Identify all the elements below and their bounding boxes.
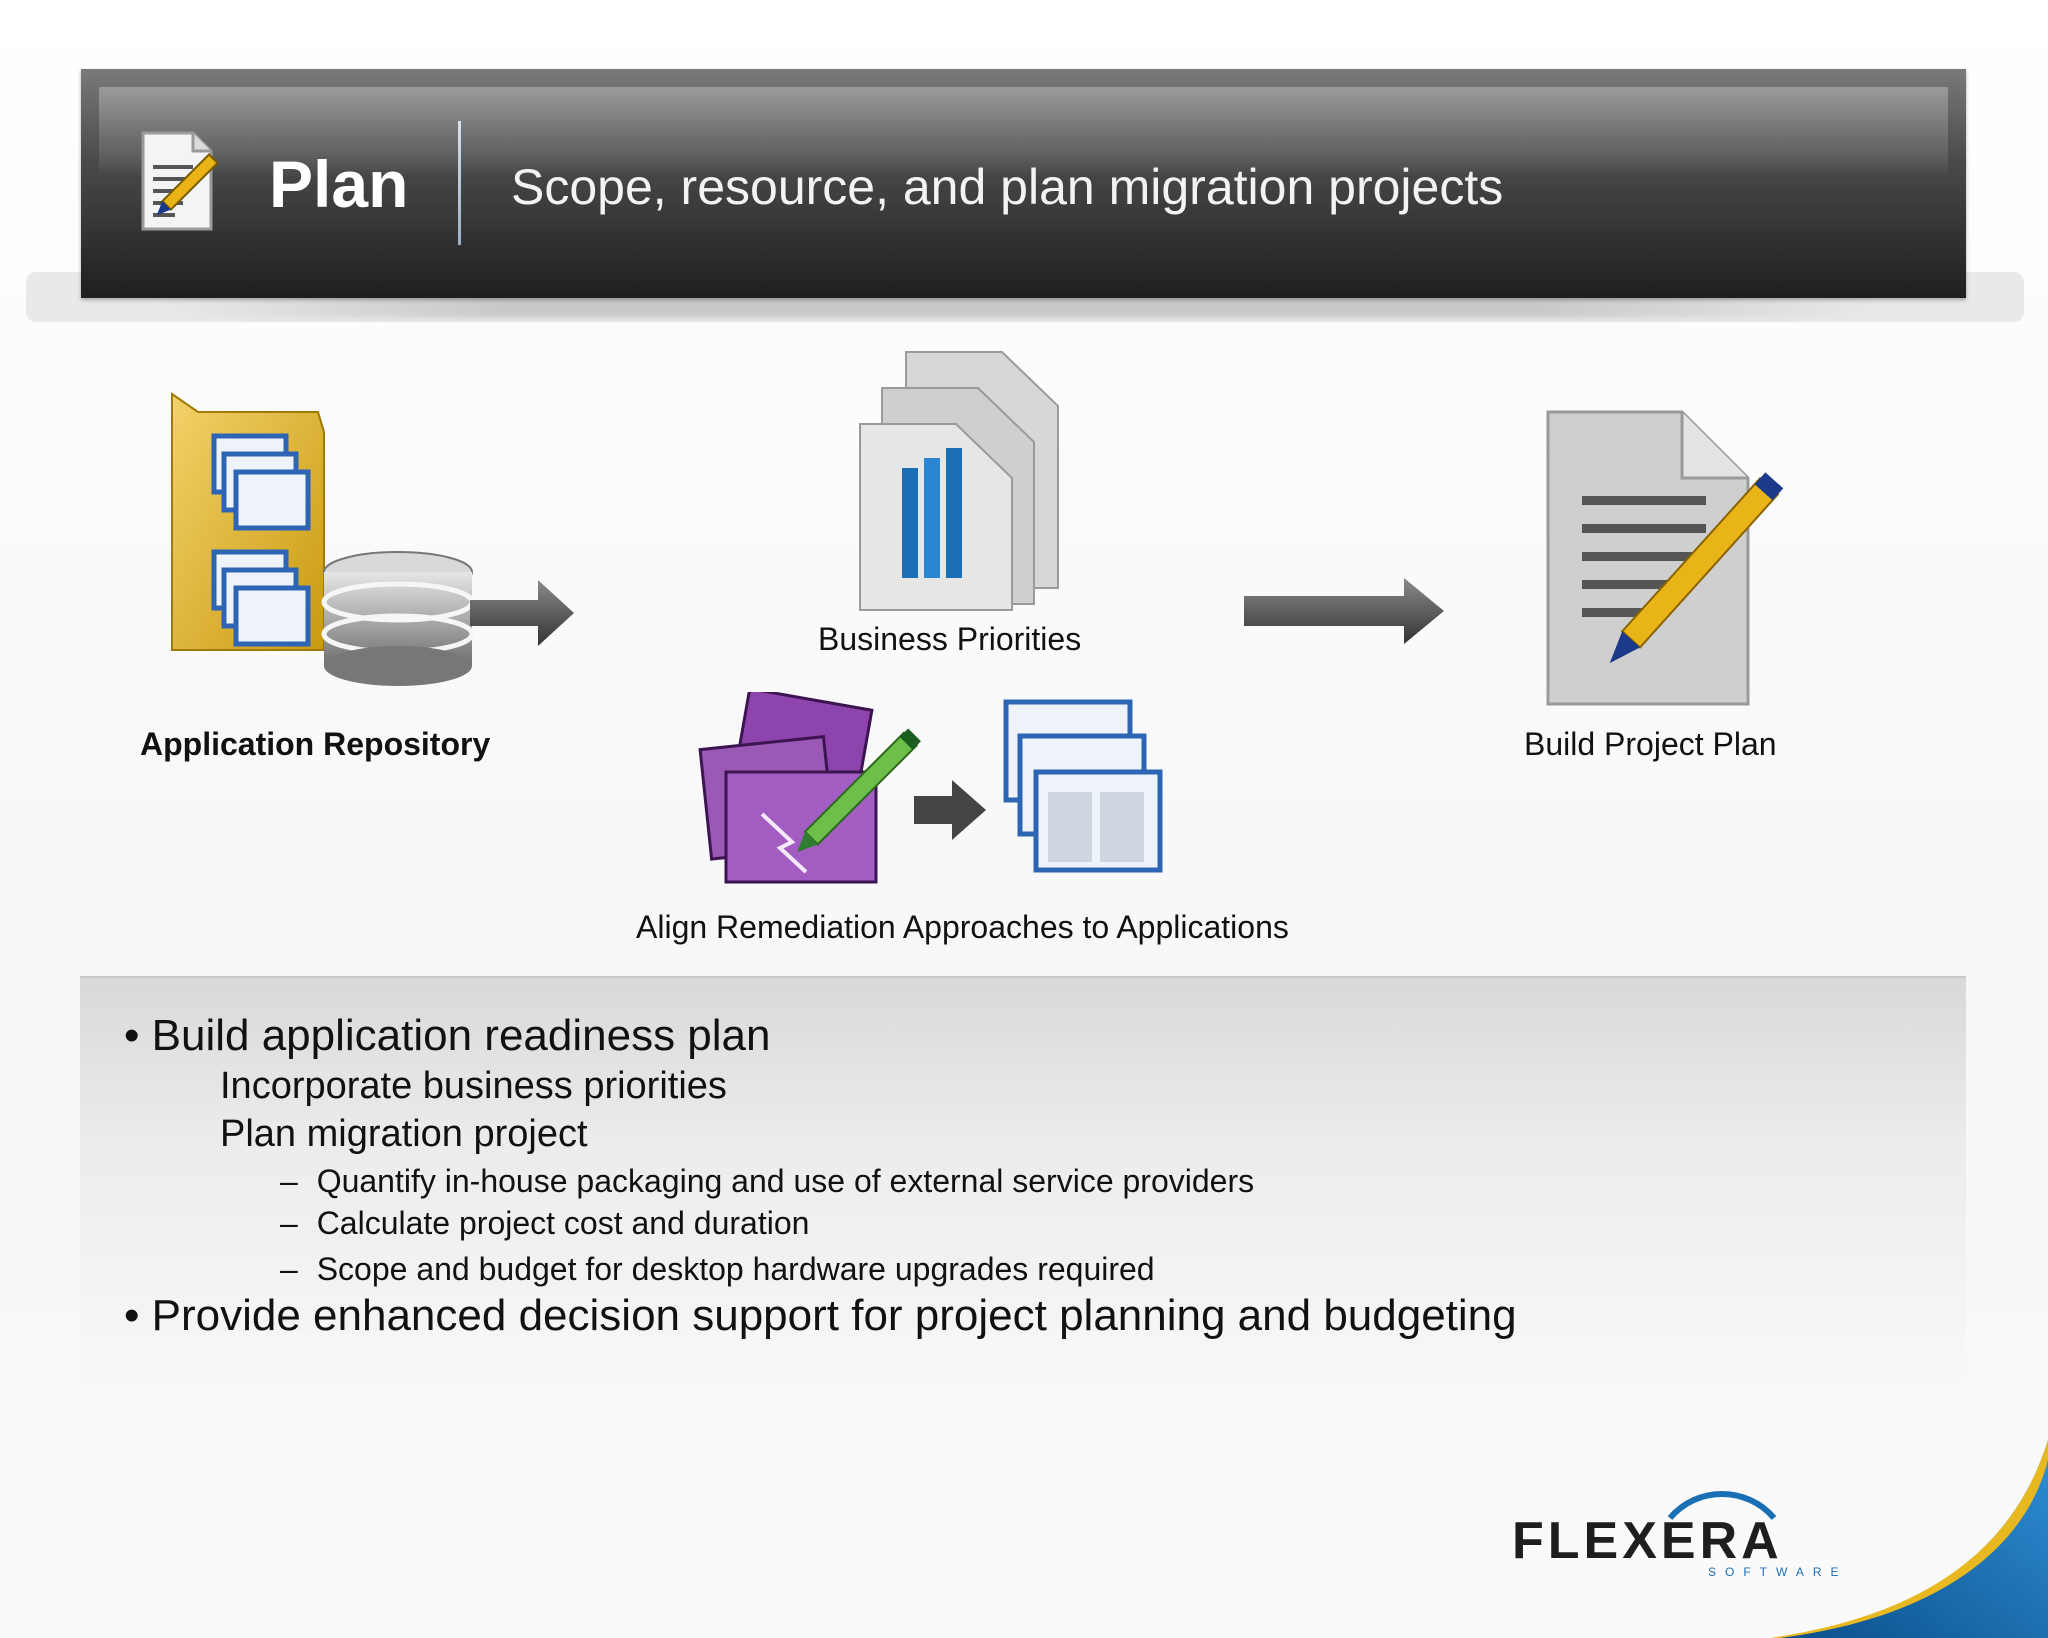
document-pencil-icon xyxy=(141,131,219,231)
page-title: Plan xyxy=(269,147,409,221)
bullet-panel xyxy=(80,978,1966,1398)
flexera-logo-mark: FLEXERA SOFTWARE xyxy=(1512,1491,1842,1579)
arrow-right-icon xyxy=(1244,578,1444,644)
logo-wordmark: FLEXERA xyxy=(1512,1512,1783,1570)
bullet-glyph: • xyxy=(124,1011,140,1060)
node-label-business-priorities: Business Priorities xyxy=(818,621,1082,657)
document-pencil-icon xyxy=(1546,410,1784,706)
bullet-item: • Provide enhanced decision support for … xyxy=(124,1290,1517,1342)
flexera-logo: FLEXERA SOFTWARE xyxy=(1512,1488,1842,1579)
section-divider xyxy=(80,976,1966,978)
dash-item: – Scope and budget for desktop hardware … xyxy=(280,1250,1155,1288)
bullet-text: Provide enhanced decision support for pr… xyxy=(151,1291,1517,1340)
folder-database-icon xyxy=(171,392,475,686)
dash-glyph: – xyxy=(280,1251,298,1287)
bullet-item: • Build application readiness plan xyxy=(124,1010,771,1062)
bullet-text: Build application readiness plan xyxy=(151,1011,771,1060)
dash-item: – Calculate project cost and duration xyxy=(280,1204,809,1242)
header-divider xyxy=(458,121,461,245)
node-label-application-repository: Application Repository xyxy=(140,726,491,762)
brand-swoosh xyxy=(1770,1440,2048,1638)
dash-text: Scope and budget for desktop hardware up… xyxy=(316,1251,1155,1287)
page-subtitle: Scope, resource, and plan migration proj… xyxy=(511,159,1504,215)
dash-glyph: – xyxy=(280,1205,298,1241)
dash-glyph: – xyxy=(280,1163,298,1199)
header-bar: Plan Scope, resource, and plan migration… xyxy=(81,69,1966,298)
node-label-build-project-plan: Build Project Plan xyxy=(1524,726,1777,762)
sub-bullet-item: Plan migration project xyxy=(220,1113,588,1155)
header-gloss xyxy=(99,87,1948,177)
arrow-right-icon xyxy=(470,580,574,646)
dash-text: Quantify in-house packaging and use of e… xyxy=(316,1163,1255,1199)
dash-item: – Quantify in-house packaging and use of… xyxy=(280,1162,1254,1200)
logo-tagline: SOFTWARE xyxy=(1708,1565,1842,1578)
sub-bullet-item: Incorporate business priorities xyxy=(220,1065,727,1107)
node-label-align-remediation: Align Remediation Approaches to Applicat… xyxy=(636,909,1289,945)
remediation-to-applications-icon xyxy=(698,692,1163,884)
bar-chart-document-icon xyxy=(859,351,1059,611)
dash-text: Calculate project cost and duration xyxy=(316,1205,810,1241)
bullet-glyph: • xyxy=(124,1291,140,1340)
